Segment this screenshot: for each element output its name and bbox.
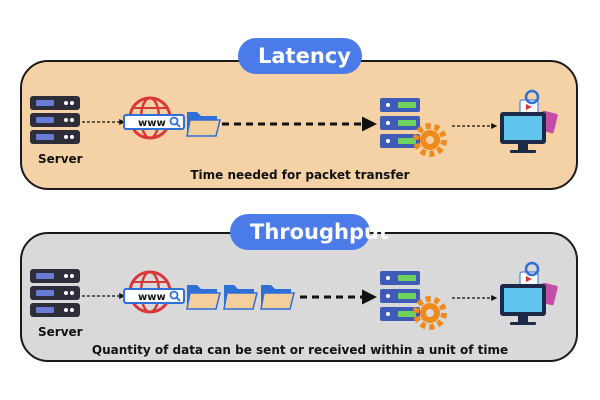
throughput-caption: Quantity of data can be sent or received… (91, 343, 509, 357)
throughput-server-label: Server (38, 325, 83, 339)
server-rack-icon (30, 269, 80, 317)
latency-caption: Time needed for packet transfer (190, 168, 410, 182)
folder-icon (260, 285, 295, 310)
throughput-panel (20, 232, 578, 362)
gear-icon (413, 296, 447, 330)
server-rack-icon (30, 96, 80, 144)
folder-group (186, 285, 295, 310)
throughput-row: www (30, 261, 558, 330)
monitor-icon (500, 89, 558, 153)
folder-icon (186, 112, 221, 137)
server-stack-icon (380, 98, 420, 148)
search-bar-text: www (138, 118, 166, 129)
folder-icon (223, 285, 258, 310)
latency-row: www (30, 89, 558, 157)
latency-server-label: Server (38, 152, 83, 166)
latency-title: Latency (238, 38, 362, 74)
gear-icon (413, 123, 447, 157)
search-bar: www (123, 114, 185, 130)
throughput-title: Throughput (230, 214, 389, 250)
magnifier-icon (169, 290, 181, 302)
folder-icon (186, 285, 221, 310)
search-bar-text: www (138, 292, 166, 303)
monitor-icon (500, 261, 558, 325)
server-stack-icon (380, 271, 420, 321)
magnifier-icon (169, 116, 181, 128)
search-bar: www (123, 288, 185, 304)
